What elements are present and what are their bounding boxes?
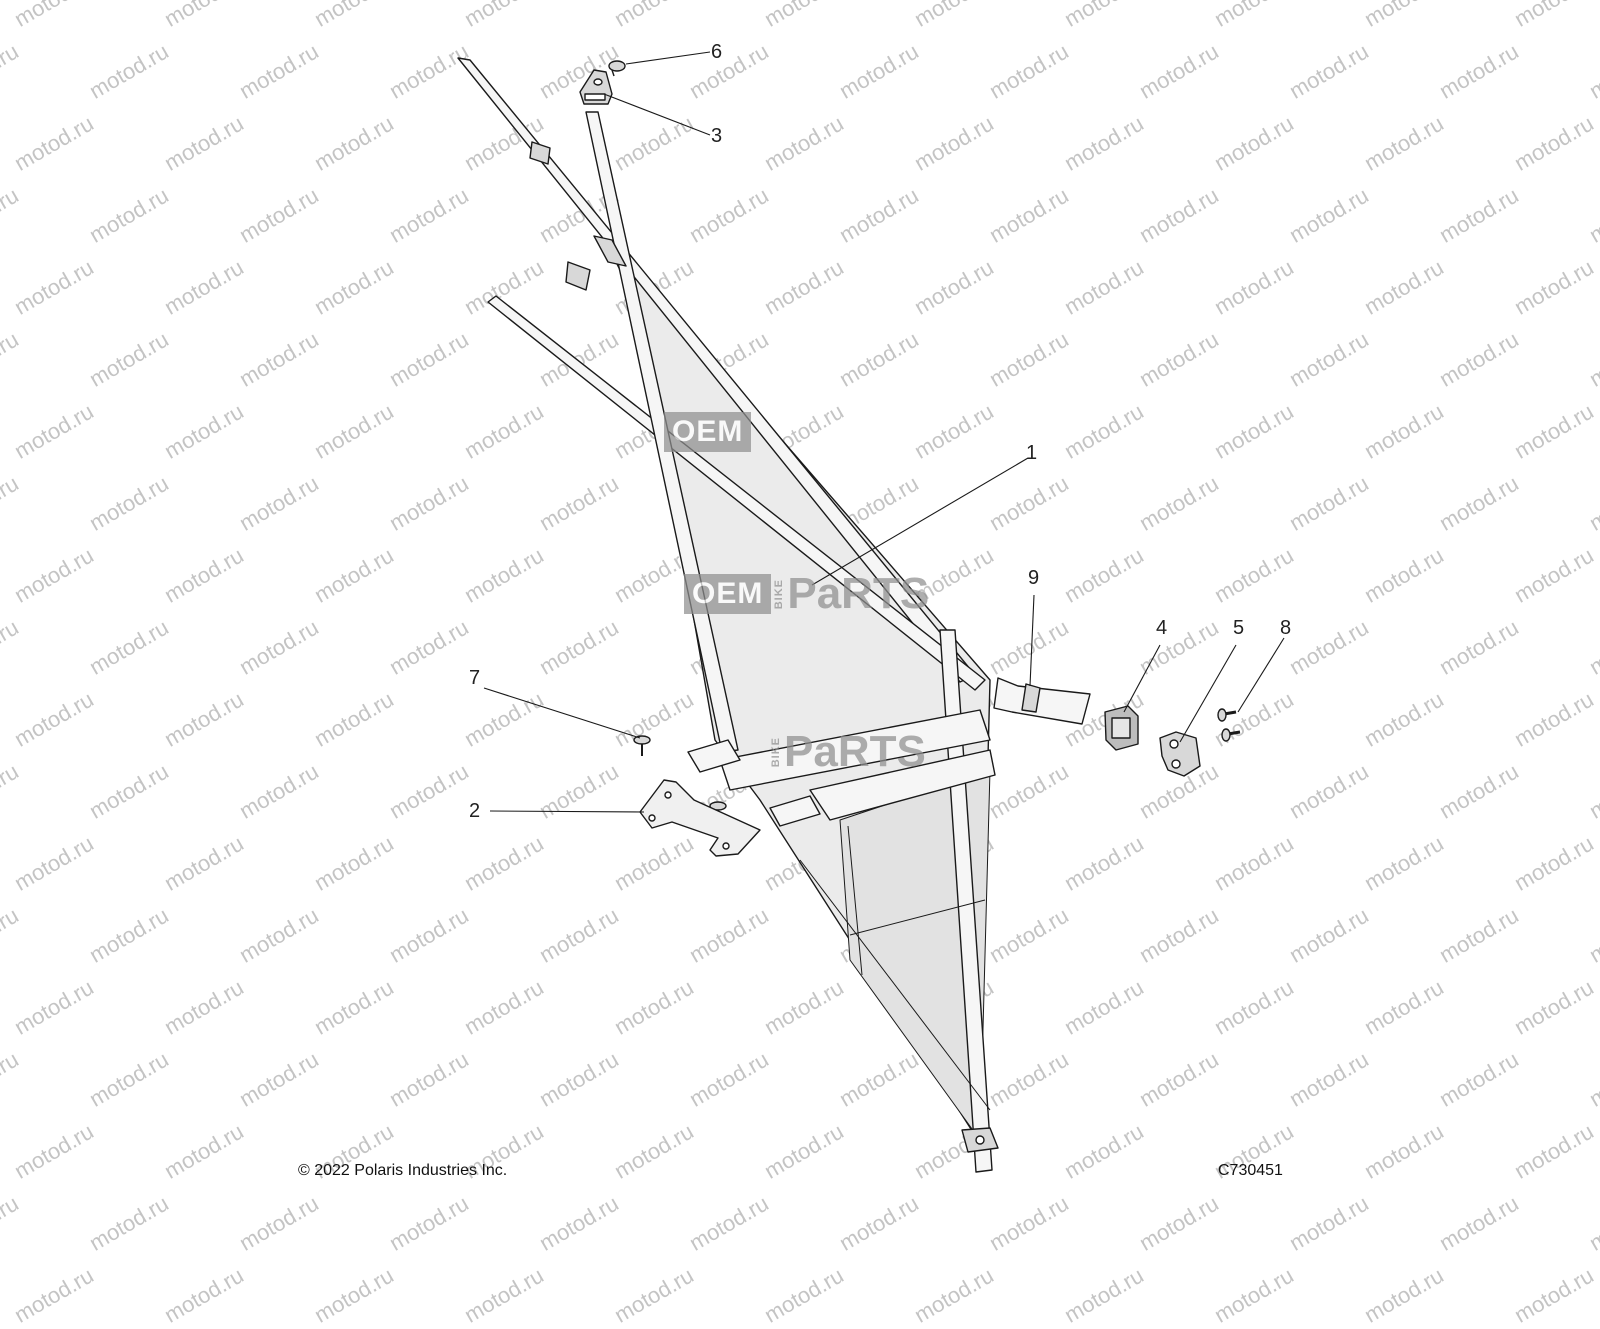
oem-label: OEM [664,412,752,452]
watermark-text: motod.ru [985,1190,1073,1256]
window-net [457,57,999,1173]
middle-strap-buckle [565,261,591,291]
parts-logo-lower: BIKE PaRTS [768,730,926,774]
watermark-text: motod.ru [1360,1262,1448,1328]
upper-strap-sleeve [593,235,627,267]
left-tab [687,739,741,773]
net-seam-3 [849,899,986,936]
cross-strap [719,709,991,791]
watermark-text: motod.ru [1435,1190,1523,1256]
bike-label: BIKE [773,578,786,610]
parts-label: PaRTS [784,727,926,776]
callout-3: 3 [711,125,723,147]
lower-cross-strap [809,749,996,821]
screw-6 [608,60,626,77]
latch-strap [993,677,1091,725]
leader-6 [625,51,711,65]
leader-3 [603,93,711,136]
leader-4 [1123,644,1161,713]
watermark-text: motod.ru [1510,1262,1598,1328]
watermark-text: motod.ru [1285,1190,1373,1256]
leader-lines [483,51,1285,813]
watermark-text: motod.ru [910,1262,998,1328]
watermark-text: motod.ru [0,1190,23,1256]
watermark-text: motod.ru [310,1262,398,1328]
callout-1: 1 [1026,442,1038,464]
callout-7: 7 [469,667,481,689]
watermark-text: motod.ru [1585,1190,1600,1256]
watermark-text: motod.ru [835,1190,923,1256]
bike-label: BIKE [770,736,782,768]
watermark-text: motod.ru [1060,1262,1148,1328]
watermark-text: motod.ru [535,1190,623,1256]
callout-5: 5 [1233,617,1245,639]
watermark-text: motod.ru [10,1262,98,1328]
callout-9: 9 [1028,567,1040,589]
watermark-text: motod.ru [1135,1190,1223,1256]
watermark-text: motod.ru [685,1190,773,1256]
parts-label: PaRTS [787,569,930,618]
top-bracket [579,69,613,105]
oem-logo-top: OEM [664,412,752,452]
oem-label: OEM [684,574,772,614]
buckle-4 [1104,705,1139,751]
leader-2 [489,810,645,813]
bolts-8 [1217,708,1241,742]
leader-9 [1029,594,1035,687]
leader-5 [1179,644,1237,743]
watermark-text: motod.ru [235,1190,323,1256]
callout-8: 8 [1280,617,1292,639]
watermark-text: motod.ru [760,1262,848,1328]
figure-id: C730451 [1218,1162,1283,1179]
leader-8 [1237,637,1285,713]
callout-6: 6 [711,41,723,63]
clip-5 [1159,731,1201,777]
callout-4: 4 [1156,617,1168,639]
copyright-text: © 2022 Polaris Industries Inc. [298,1162,508,1179]
leader-7 [483,687,641,739]
callout-2: 2 [469,800,481,822]
watermark-text: motod.ru [610,1262,698,1328]
net-seam-2 [799,859,991,1111]
top-strap-buckle [529,141,551,165]
parts-drawing [457,51,1285,1173]
bottom-bracket-hole [975,1135,985,1145]
lower-bracket-2 [639,779,761,857]
watermark-text: motod.ru [460,1262,548,1328]
watermark-text: motod.ru [385,1190,473,1256]
watermark-text: motod.ru [85,1190,173,1256]
oem-parts-logo-middle: OEM BIKE PaRTS [684,572,929,616]
watermark-text: motod.ru [160,1262,248,1328]
net-seam-1 [847,825,863,976]
leader-1 [811,457,1029,586]
watermark-text: motod.ru [1210,1262,1298,1328]
lower-tab [769,795,821,827]
middle-strap [487,295,986,691]
